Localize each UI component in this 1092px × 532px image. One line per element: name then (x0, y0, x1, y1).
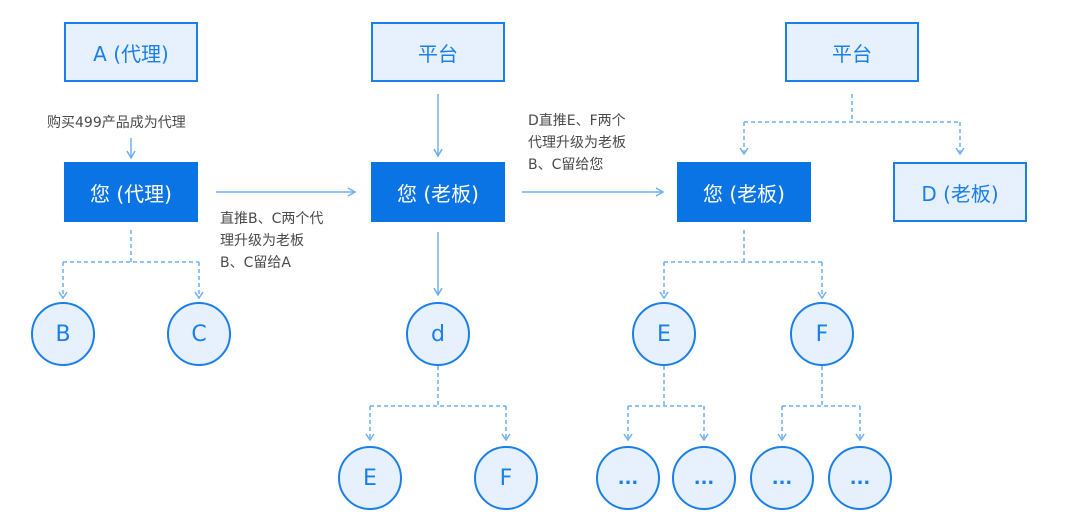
dashed-split-you-boss (663, 230, 823, 298)
note-step3-line2: 代理升级为老板 (528, 135, 626, 151)
note-step3-line1: D直推E、F两个 (528, 113, 626, 129)
dashed-split-f2 (781, 366, 861, 440)
arrowheads-e-f (365, 433, 511, 442)
node-you-boss-1: 您 (老板) (371, 162, 505, 222)
node-you-agent: 您 (代理) (64, 162, 198, 222)
dashed-split-platform2 (743, 94, 961, 154)
node-f-1: F (474, 446, 538, 510)
dashed-split-e2 (627, 366, 705, 440)
node-c: C (167, 302, 231, 366)
node-more-4: ... (828, 446, 892, 510)
node-e-1: E (338, 446, 402, 510)
node-e-2: E (632, 302, 696, 366)
note-step3: D直推E、F两个 代理升级为老板 B、C留给您 (528, 110, 626, 176)
arrowheads-you-d (739, 147, 965, 156)
note-step2-line1: 直推B、C两个代 (220, 211, 324, 227)
node-a-agent: A (代理) (64, 22, 198, 82)
node-you-boss-2: 您 (老板) (677, 162, 811, 222)
dashed-split-d (369, 366, 507, 440)
note-step2: 直推B、C两个代 理升级为老板 B、C留给A (220, 208, 323, 274)
dashed-split-you-agent (62, 230, 200, 298)
note-step3-line3: B、C留给您 (528, 157, 604, 173)
note-step2-line3: B、C留给A (220, 255, 291, 271)
node-d-boss: D (老板) (893, 162, 1027, 222)
node-f-2: F (790, 302, 854, 366)
arrowheads-e2-f2 (659, 291, 827, 300)
arrowheads-f2-dots (777, 433, 865, 442)
note-buy-product: 购买499产品成为代理 (47, 115, 186, 131)
arrowheads-b-c (58, 291, 204, 300)
node-more-1: ... (596, 446, 660, 510)
node-more-2: ... (672, 446, 736, 510)
node-platform-2: 平台 (785, 22, 919, 82)
node-d-small: d (406, 302, 470, 366)
arrowheads-e2-dots (623, 433, 709, 442)
node-platform-1: 平台 (371, 22, 505, 82)
node-more-3: ... (750, 446, 814, 510)
node-b: B (31, 302, 95, 366)
note-step2-line2: 理升级为老板 (220, 233, 304, 249)
